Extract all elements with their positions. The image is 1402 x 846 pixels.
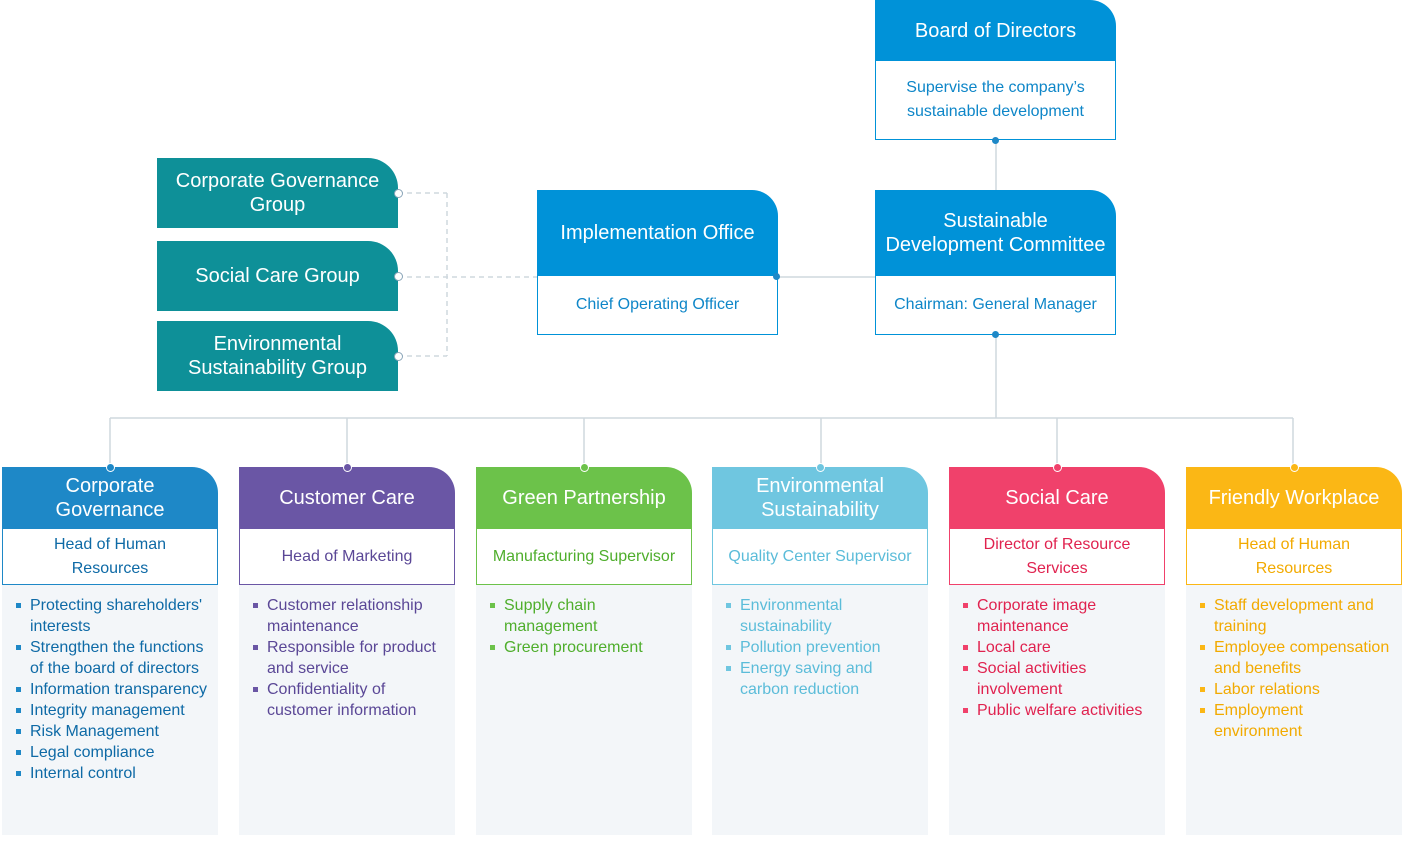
- corporate-governance-group: Corporate Governance Group: [157, 158, 398, 228]
- list-item: Supply chain management: [490, 595, 684, 637]
- connector-dot: [394, 189, 403, 198]
- list-item: Internal control: [16, 763, 210, 784]
- list-item: Confidentiality of customer information: [253, 679, 447, 721]
- connector-dot: [992, 331, 999, 338]
- connector-dot: [1290, 463, 1299, 472]
- list-item: Risk Management: [16, 721, 210, 742]
- connector-dot: [992, 137, 999, 144]
- board-title: Board of Directors: [875, 0, 1116, 61]
- list-item: Integrity management: [16, 700, 210, 721]
- connector-dot: [343, 463, 352, 472]
- department-title: Green Partnership: [476, 467, 692, 529]
- committee-node: Sustainable Development Committee Chairm…: [875, 190, 1116, 335]
- department-title: Friendly Workplace: [1186, 467, 1402, 529]
- list-item: Social activities involvement: [963, 658, 1157, 700]
- connector-dot: [1053, 463, 1062, 472]
- list-item: Corporate image maintenance: [963, 595, 1157, 637]
- list-item: Responsible for product and service: [253, 637, 447, 679]
- connector-dot: [106, 463, 115, 472]
- department-head: Manufacturing Supervisor: [476, 529, 692, 585]
- list-item: Energy saving and carbon reduction: [726, 658, 920, 700]
- office-title: Implementation Office: [537, 190, 778, 276]
- list-item: Pollution prevention: [726, 637, 920, 658]
- social-care-group: Social Care Group: [157, 241, 398, 311]
- office-description: Chief Operating Officer: [537, 276, 778, 335]
- list-item: Information transparency: [16, 679, 210, 700]
- department-title: Social Care: [949, 467, 1165, 529]
- department-head: Quality Center Supervisor: [712, 529, 928, 585]
- connector-dot: [394, 352, 403, 361]
- department-head: Head of Marketing: [239, 529, 455, 585]
- list-item: Legal compliance: [16, 742, 210, 763]
- list-item: Employment environment: [1200, 700, 1394, 742]
- department-head: Head of Human Resources: [1186, 529, 1402, 585]
- committee-title: Sustainable Development Committee: [875, 190, 1116, 276]
- list-item: Strengthen the functions of the board of…: [16, 637, 210, 679]
- department-head: Director of Resource Services: [949, 529, 1165, 585]
- connector-dot: [773, 273, 780, 280]
- list-item: Public welfare activities: [963, 700, 1157, 721]
- implementation-office-node: Implementation Office Chief Operating Of…: [537, 190, 778, 335]
- board-of-directors-node: Board of Directors Supervise the company…: [875, 0, 1116, 140]
- connector-dot: [816, 463, 825, 472]
- department-title: Environmental Sustainability: [712, 467, 928, 529]
- environmental-sustainability-group: Environmental Sustainability Group: [157, 321, 398, 391]
- list-item: Environmental sustainability: [726, 595, 920, 637]
- committee-description: Chairman: General Manager: [875, 276, 1116, 335]
- connector-dot: [580, 463, 589, 472]
- department-head: Head of Human Resources: [2, 529, 218, 585]
- list-item: Staff development and training: [1200, 595, 1394, 637]
- board-description: Supervise the company’s sustainable deve…: [875, 61, 1116, 140]
- department-title: Corporate Governance: [2, 467, 218, 529]
- list-item: Protecting shareholders' interests: [16, 595, 210, 637]
- list-item: Employee compensation and benefits: [1200, 637, 1394, 679]
- connector-dot: [394, 272, 403, 281]
- list-item: Labor relations: [1200, 679, 1394, 700]
- list-item: Green procurement: [490, 637, 684, 658]
- list-item: Local care: [963, 637, 1157, 658]
- department-title: Customer Care: [239, 467, 455, 529]
- list-item: Customer relationship maintenance: [253, 595, 447, 637]
